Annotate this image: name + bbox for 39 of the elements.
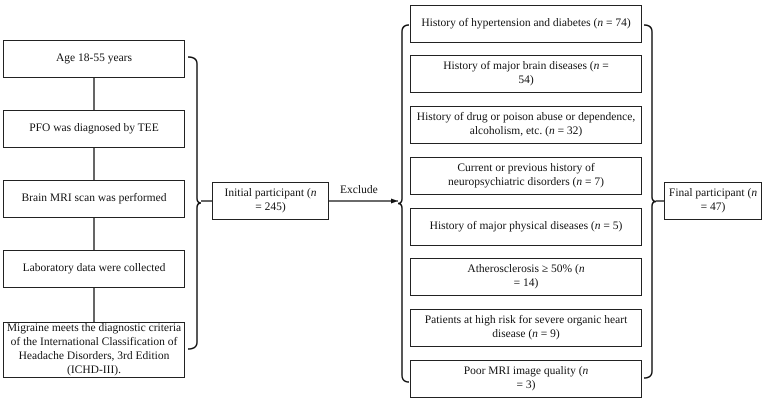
box-text: Final participant (n = 47) (668, 187, 758, 215)
box-text: Poor MRI image quality (n = 3) (462, 365, 590, 393)
connector-line (93, 148, 95, 180)
box-text: History of major brain diseases (n = 54) (442, 60, 610, 88)
process-box (410, 208, 642, 246)
process-box (410, 106, 642, 144)
connector-line (93, 218, 95, 250)
box-text: Brain MRI scan was performed (22, 192, 166, 206)
box-text: History of hypertension and diabetes (n = 74) (421, 17, 631, 31)
box-text: Laboratory data were collected (22, 262, 166, 276)
box-text: PFO was diagnosed by TEE (29, 122, 159, 136)
box-text: Atherosclerosis ≥ 50% (n = 14) (466, 263, 586, 291)
curly-bracket (644, 25, 656, 378)
curly-bracket (188, 57, 201, 349)
connector-line (93, 78, 95, 110)
process-box (410, 157, 642, 195)
box-text: Patients at high risk for severe organic heart disease (n = 9) (424, 314, 628, 342)
process-box (410, 360, 642, 398)
process-box (3, 40, 185, 78)
box-text: History of drug or poison abuse or dependence, alcoholism, etc. (n = 32) (416, 111, 636, 139)
box-text: Current or previous history of neuropsychiatric disorders (n = 7) (447, 162, 605, 190)
process-box (410, 258, 642, 296)
box-text: History of major physical diseases (n = 5) (430, 220, 622, 234)
connector-line (93, 288, 95, 322)
process-box (3, 180, 185, 218)
process-box (3, 250, 185, 288)
process-box (410, 55, 642, 93)
box-text: Migraine meets the diagnostic criteria of the International Classification of Headache Disorders, 3rd Edition (ICHD-III). (6, 322, 182, 378)
box-text: Age 18-55 years (56, 52, 132, 66)
connector-line (201, 200, 212, 202)
process-box (212, 182, 329, 220)
process-box (410, 5, 642, 43)
arrow (329, 198, 398, 204)
process-box (3, 110, 185, 148)
box-text: Initial participant (n = 245) (224, 187, 318, 215)
curly-bracket (398, 25, 409, 382)
process-box (410, 309, 642, 347)
edge-label: Exclude (339, 184, 379, 196)
process-box (664, 182, 762, 220)
